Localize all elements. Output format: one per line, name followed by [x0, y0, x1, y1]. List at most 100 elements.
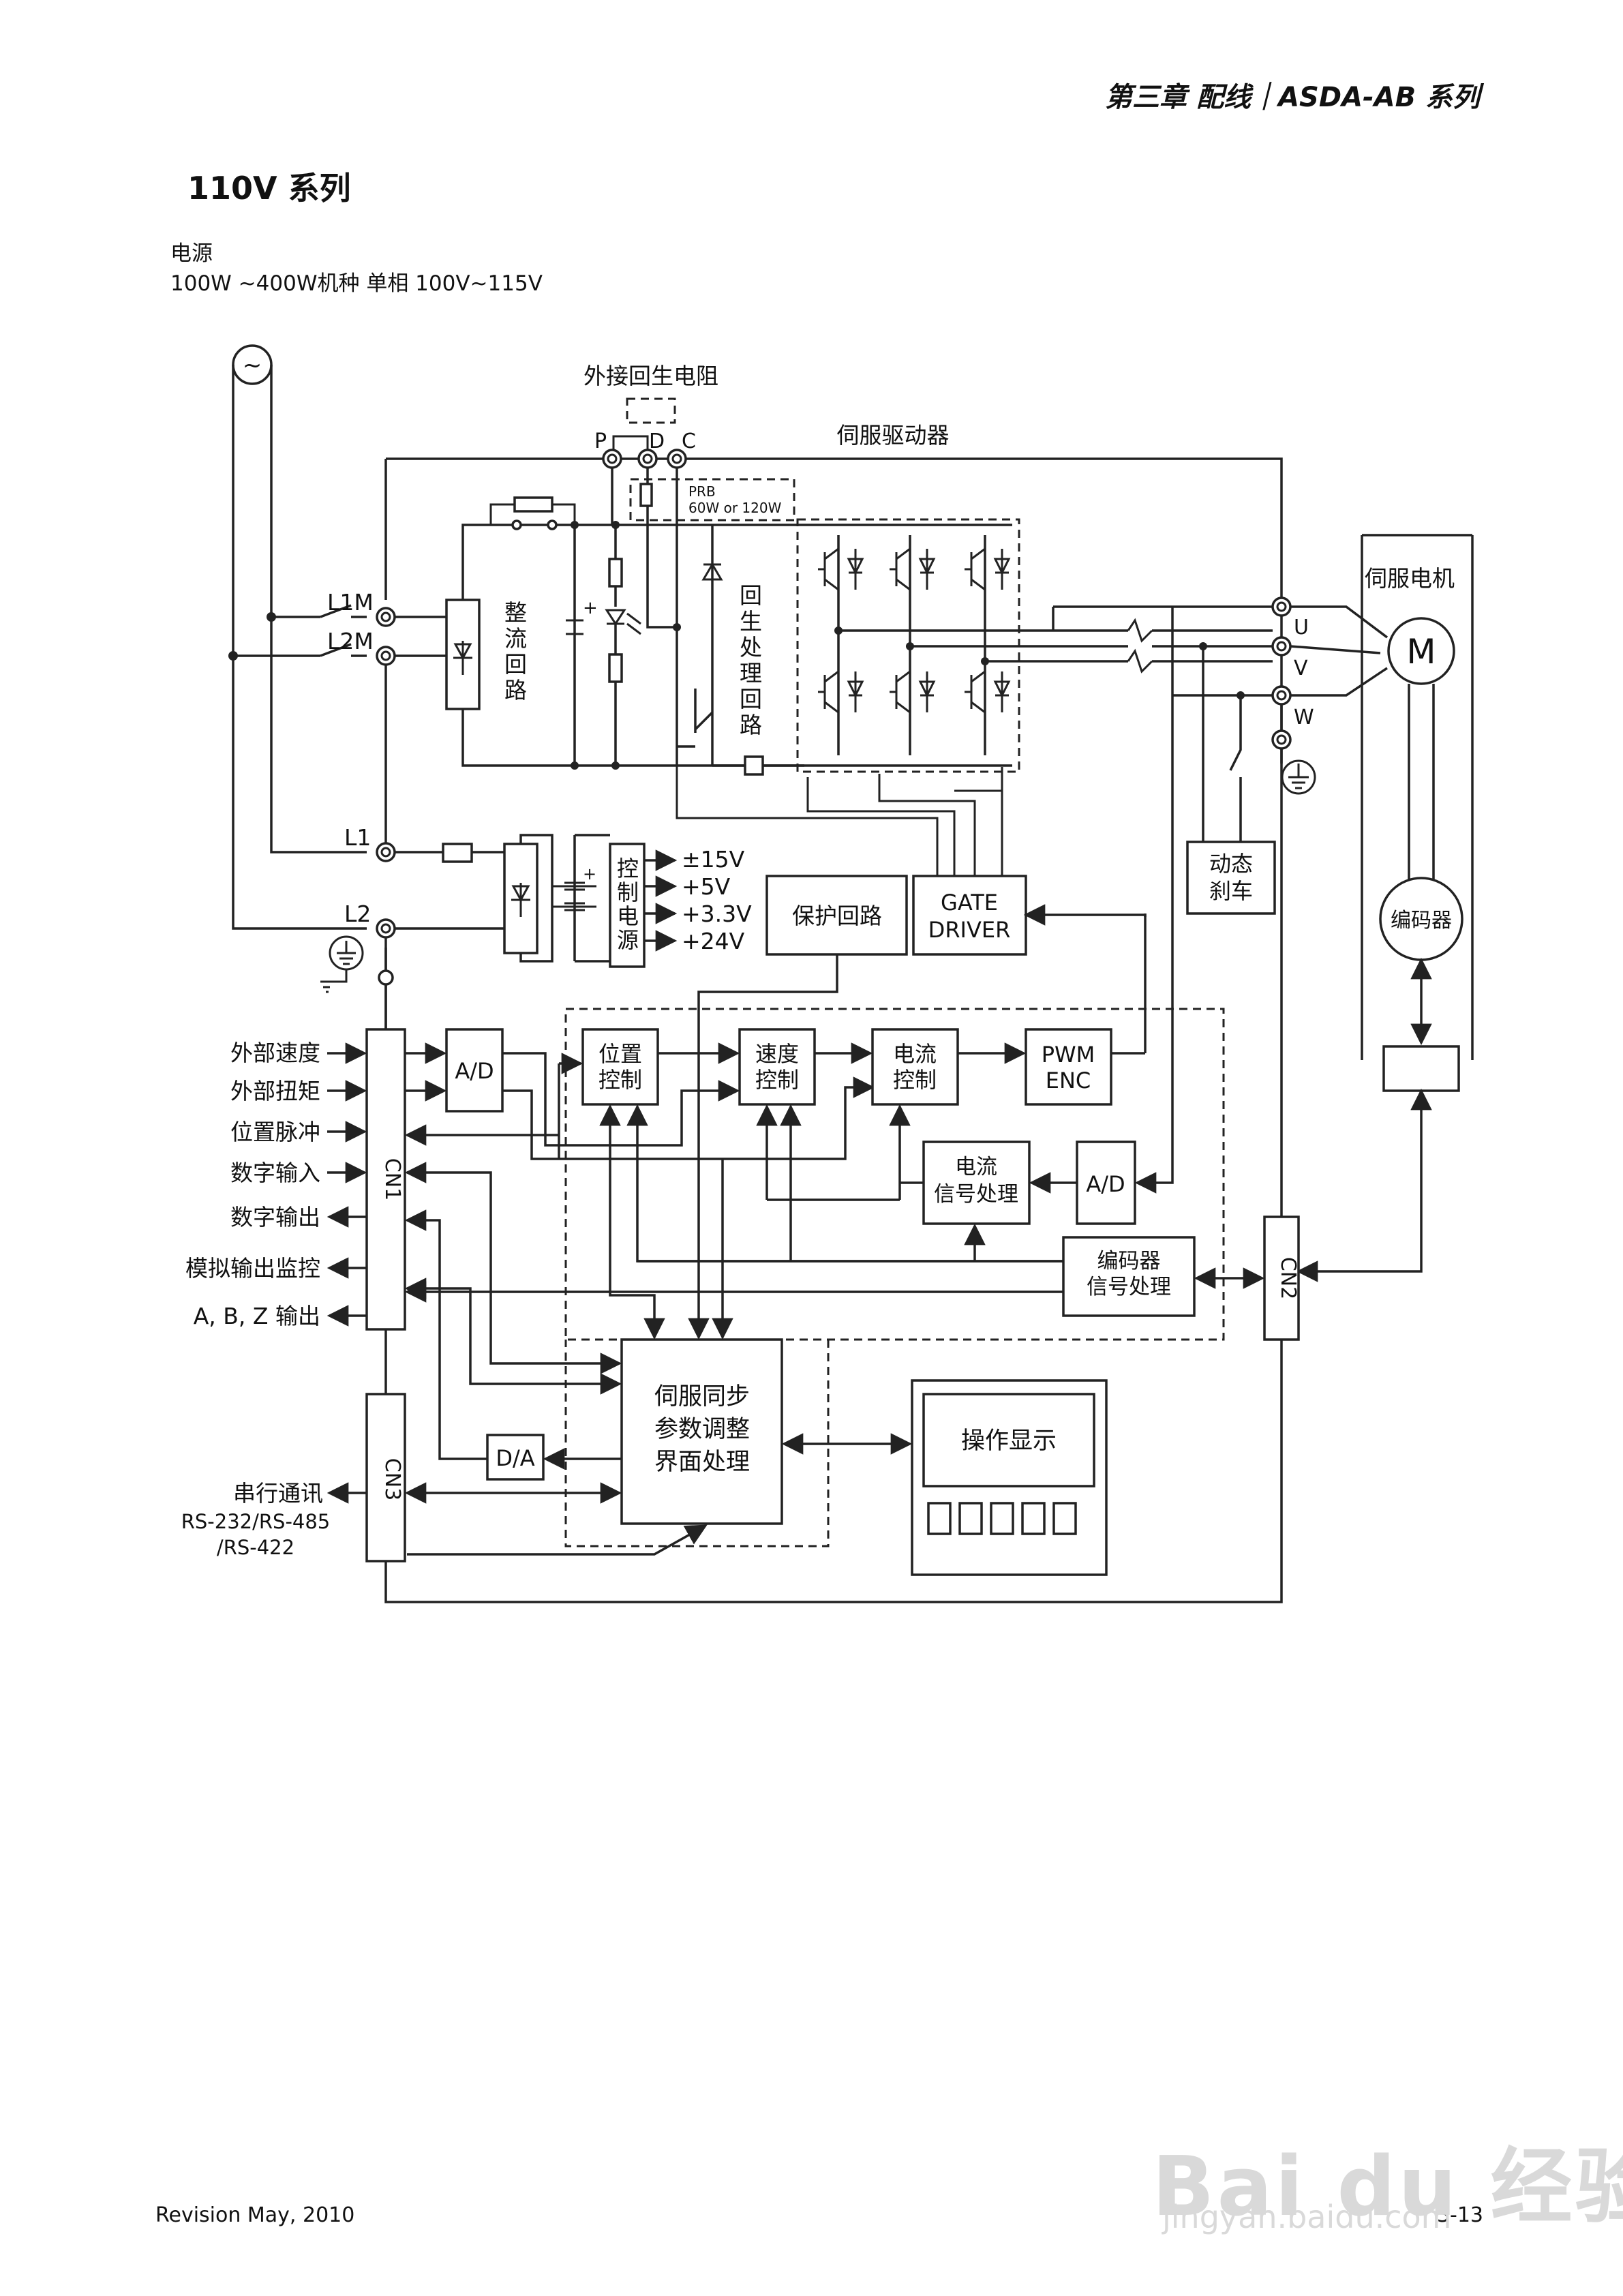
servo-drive-label: 伺服驱动器 — [837, 422, 950, 449]
encoder-signal-line2: 信号处理 — [1087, 1275, 1171, 1299]
l1m-label: L1M — [327, 589, 374, 616]
main-rectifier — [395, 524, 804, 767]
cn1-signal: 模拟输出监控 — [185, 1255, 320, 1282]
footer-revision: Revision May, 2010 — [155, 2203, 355, 2227]
sync-unit — [404, 1016, 913, 1556]
current-signal-line1: 电流 — [955, 1155, 997, 1179]
ground-icon-input — [320, 935, 364, 993]
cn1-signal: 外部扭矩 — [230, 1078, 320, 1104]
cap-plus-sign: + — [583, 864, 596, 883]
power-source-line2: 100W ~400W机种 单相 100V~115V — [170, 271, 543, 296]
regen-circuit-text: 回 生 处 理 回 路 — [740, 582, 762, 738]
cn1-signal-arrows — [327, 1042, 367, 1327]
terminal-p: P — [594, 429, 607, 453]
regen-char: 生 — [740, 608, 762, 635]
cn1-signal: A, B, Z 输出 — [194, 1303, 320, 1329]
dynamic-brake-line1: 动态 — [1209, 851, 1253, 877]
terminal-d: D — [649, 429, 665, 453]
gate-driver-line2: DRIVER — [928, 917, 1011, 943]
prb-line2: 60W or 120W — [688, 500, 782, 516]
supply-output-5v: +5V — [682, 873, 731, 900]
regen-char: 回 — [740, 686, 762, 712]
phase-w: W — [1294, 706, 1314, 729]
ground-icon-motor — [1281, 759, 1316, 795]
cn1-signal: 数字输入 — [230, 1160, 320, 1186]
regen-char: 回 — [740, 582, 762, 609]
cn1-signal: 外部速度 — [230, 1040, 320, 1066]
power-source-line1: 电源 — [170, 241, 213, 266]
l1-label: L1 — [344, 824, 371, 851]
phase-u: U — [1294, 616, 1309, 639]
gate-driver-line1: GATE — [941, 890, 998, 916]
operation-display — [911, 1379, 1108, 1576]
rectifier-char: 流 — [504, 625, 527, 652]
ext-regen-label: 外接回生电阻 — [583, 363, 718, 389]
da-label: D/A — [496, 1445, 534, 1471]
current-signal-line2: 信号处理 — [934, 1182, 1018, 1207]
ctrl-supply-char: 源 — [617, 927, 639, 953]
motor-symbol: M — [1406, 632, 1436, 671]
serial-line1: 串行通讯 — [233, 1480, 323, 1507]
ad2-label: A/D — [1086, 1171, 1125, 1197]
dynamic-brake-line2: 刹车 — [1209, 878, 1253, 904]
footer-page-number: 3-13 — [1436, 2203, 1483, 2227]
dynamic-brake — [1186, 841, 1276, 915]
dc-bus: + — [489, 496, 804, 770]
servo-motor-label: 伺服电机 — [1365, 565, 1455, 592]
prb-line1: PRB — [688, 483, 716, 500]
regen-terminals — [602, 397, 804, 776]
cn1-label: CN1 — [380, 1158, 404, 1200]
phase-v: V — [1294, 656, 1308, 680]
current-ctrl-line1: 电流 — [893, 1041, 937, 1067]
cap-plus-sign: + — [583, 598, 598, 618]
position-ctrl-line2: 控制 — [598, 1067, 642, 1093]
ctrl-supply-char: 制 — [617, 879, 639, 905]
supply-output-15v: ±15V — [682, 846, 745, 873]
rectifier-char: 路 — [504, 677, 527, 704]
ctrl-supply-char: 控 — [617, 856, 639, 881]
sync-unit-line1: 伺服同步 — [654, 1383, 750, 1410]
control-area — [564, 1008, 1225, 1341]
display-label: 操作显示 — [961, 1428, 1057, 1455]
servo-motor — [1296, 534, 1474, 1282]
encoder-signal-line1: 编码器 — [1097, 1249, 1161, 1273]
regen-char: 处 — [740, 634, 762, 661]
regen-char: 路 — [740, 712, 762, 738]
l2m-label: L2M — [327, 628, 374, 654]
current-ctrl-line2: 控制 — [893, 1067, 937, 1093]
power-source-caption: 电源 100W ~400W机种 单相 100V~115V — [170, 239, 543, 299]
protection-label: 保护回路 — [792, 903, 882, 929]
ac-source-symbol: ~ — [243, 352, 262, 379]
speed-ctrl-line2: 控制 — [755, 1067, 799, 1093]
da-block — [404, 1209, 545, 1481]
terminal-c: C — [682, 429, 696, 453]
cn1-signal: 数字输出 — [230, 1204, 320, 1230]
ac-source: ~ — [228, 344, 367, 930]
position-ctrl-line1: 位置 — [598, 1041, 642, 1067]
cn1-signal: 位置脉冲 — [230, 1119, 320, 1145]
encoder-label: 编码器 — [1391, 909, 1452, 933]
l2-label: L2 — [344, 901, 371, 927]
ad-block — [405, 1028, 875, 1160]
protection-gate — [676, 746, 1147, 1053]
cn2-connector — [1263, 1215, 1300, 1341]
speed-ctrl-line1: 速度 — [755, 1041, 799, 1067]
sync-unit-line3: 界面处理 — [654, 1449, 750, 1476]
serial-line2: RS-232/RS-485 — [181, 1510, 331, 1533]
ctrl-supply-char: 电 — [617, 903, 639, 929]
supply-output-24v: +24V — [682, 928, 745, 954]
control-supply: + — [395, 834, 678, 968]
rectifier-char: 回 — [504, 651, 527, 678]
current-feedback — [900, 716, 1174, 1261]
cn3-label: CN3 — [380, 1458, 404, 1500]
series-title: 110V 系列 — [187, 170, 351, 207]
motor-phase-lines — [838, 596, 1389, 842]
watermark-logo: Bai du 经验 — [1152, 2140, 1623, 2235]
control-supply-text: 控 制 电 源 — [617, 856, 639, 953]
cn2-label: CN2 — [1276, 1257, 1300, 1299]
regen-char: 理 — [740, 660, 762, 686]
ad-label: A/D — [455, 1058, 494, 1084]
cn3-connector — [327, 1393, 406, 1562]
rectifier-char: 整 — [504, 599, 527, 626]
